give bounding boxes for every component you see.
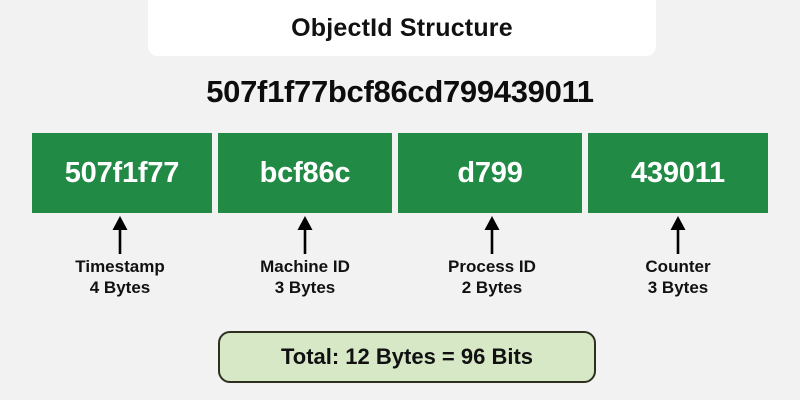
total-summary-box: Total: 12 Bytes = 96 Bits: [218, 331, 596, 383]
segment-box-process-id: d799: [398, 133, 582, 213]
caption-name-timestamp: Timestamp: [75, 257, 165, 276]
objectid-hex-string: 507f1f77bcf86cd799439011: [206, 74, 594, 109]
caption-size-counter: 3 Bytes: [647, 278, 709, 297]
segment-box-timestamp: 507f1f77: [32, 133, 212, 213]
segment-box-counter: 439011: [588, 133, 768, 213]
segment-box-machine-id: bcf86c: [218, 133, 392, 213]
caption-process-id: Process ID 2 Bytes: [382, 256, 602, 298]
total-summary-label: Total: 12 Bytes = 96 Bits: [280, 344, 534, 369]
caption-size-timestamp: 4 Bytes: [89, 278, 151, 297]
segment-hex-machine-id: bcf86c: [259, 156, 351, 189]
arrow-up-icon-machine-id: [296, 216, 314, 254]
caption-name-machine-id: Machine ID: [260, 257, 350, 276]
caption-counter: Counter 3 Bytes: [568, 256, 788, 298]
caption-size-process-id: 2 Bytes: [461, 278, 523, 297]
caption-timestamp: Timestamp 4 Bytes: [10, 256, 230, 298]
segment-hex-counter: 439011: [631, 156, 725, 189]
caption-name-counter: Counter: [645, 257, 711, 276]
caption-name-process-id: Process ID: [448, 257, 536, 276]
arrow-up-icon-timestamp: [111, 216, 129, 254]
title-card: ObjectId Structure: [148, 0, 656, 56]
caption-machine-id: Machine ID 3 Bytes: [195, 256, 415, 298]
caption-size-machine-id: 3 Bytes: [274, 278, 336, 297]
segment-hex-timestamp: 507f1f77: [64, 156, 180, 189]
page-title: ObjectId Structure: [291, 13, 513, 42]
arrow-up-icon-process-id: [483, 216, 501, 254]
segment-hex-process-id: d799: [457, 156, 523, 189]
arrow-up-icon-counter: [669, 216, 687, 254]
